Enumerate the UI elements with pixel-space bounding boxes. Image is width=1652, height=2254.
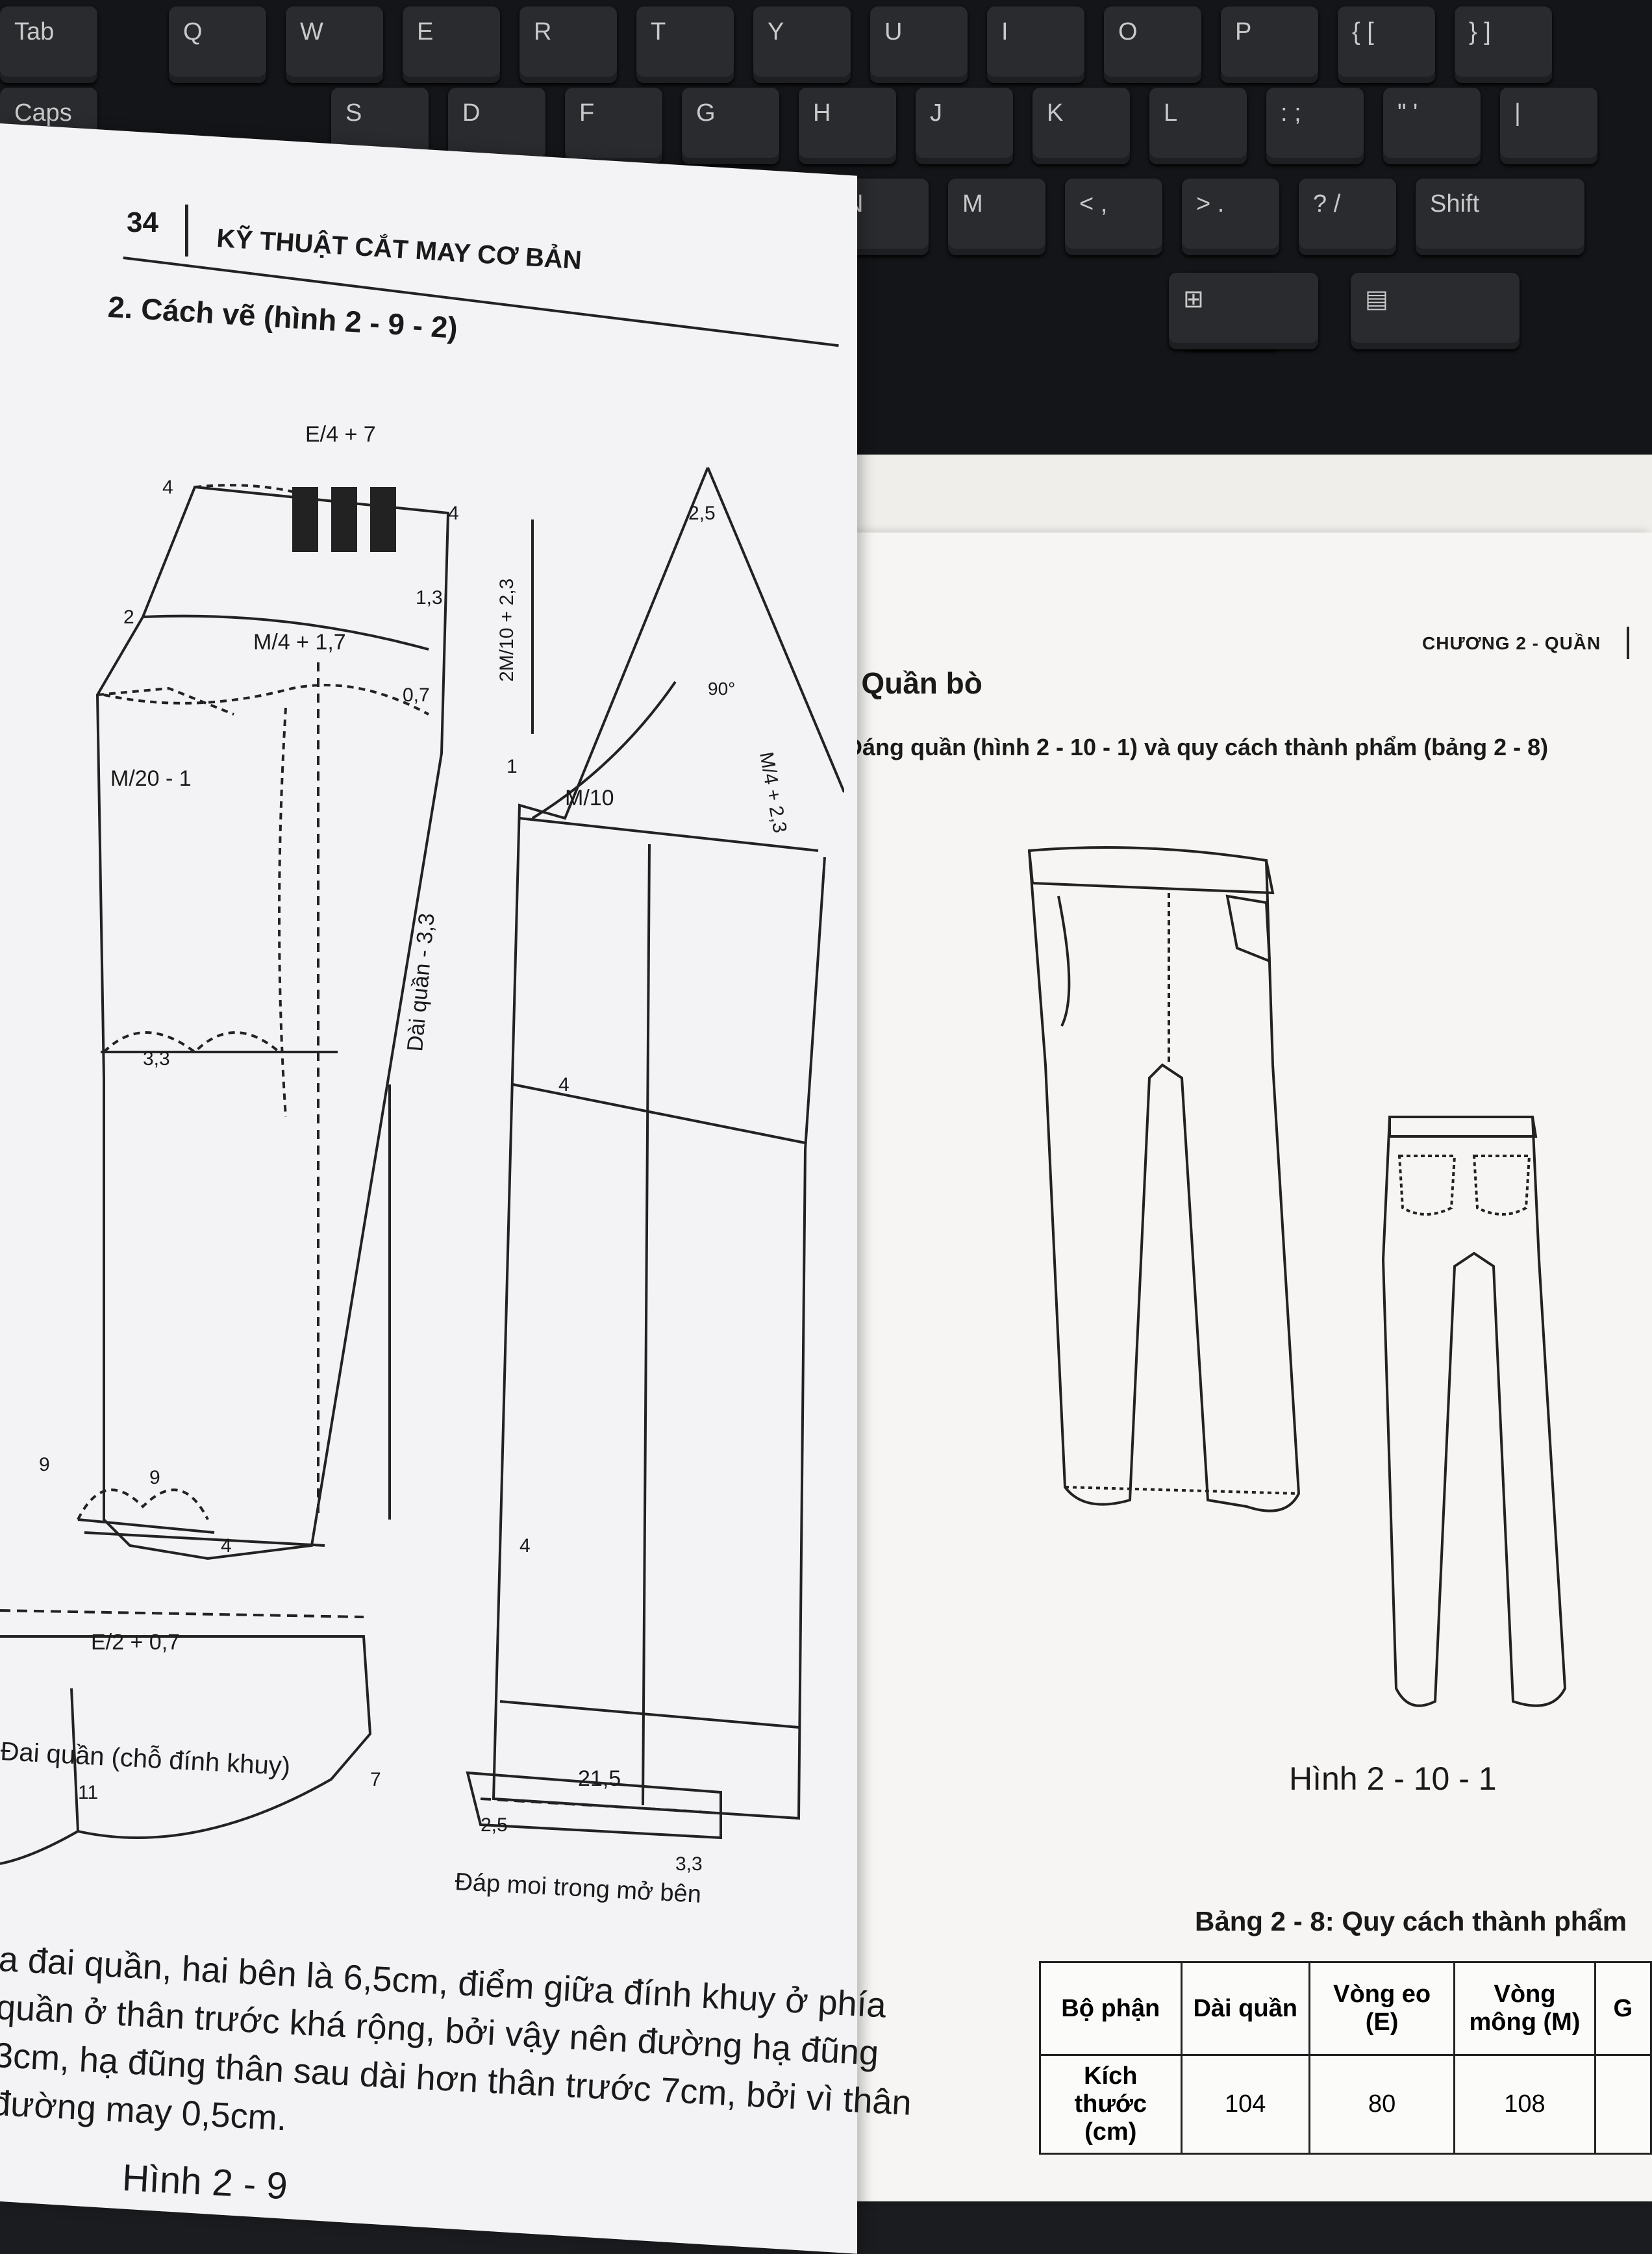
label-n4: 4 [448,503,459,524]
label-waistband: Đai quần (chỗ đính khuy) [0,1736,291,1781]
table-header-row: Bộ phận Dài quần Vòng eo (E) Vòng mông (… [1039,1961,1652,2056]
key--: ? / [1299,179,1396,255]
key-u: U [870,6,968,83]
label-n13: 1,3 [416,587,443,608]
section-title: /. Quần bò [836,666,982,700]
key-h: H [799,88,896,164]
key--: | [1500,88,1597,164]
intro-text: Dáng quần (hình 2 - 10 - 1) và quy cách … [845,734,1549,760]
label-n33: 3,3 [143,1048,170,1070]
label-n215: 21,5 [578,1766,621,1791]
label-m4: M/4 + 1,7 [253,630,346,655]
label-n33: 3,3 [675,1853,703,1875]
label-n4: 4 [221,1535,232,1557]
label-n1: 1 [507,756,518,777]
table-row: Kích thước (cm) 104 80 108 [1039,2054,1652,2155]
table-header-cell: Vòng eo (E) [1308,1961,1456,2056]
label-m20: M/20 - 1 [110,766,192,791]
key--: > . [1182,179,1279,255]
key-e: E [403,6,500,83]
key-q: Q [169,6,266,83]
jeans-illustration [1027,846,1567,1707]
key-y: Y [753,6,851,83]
table-header-cell: Bộ phận [1039,1961,1183,2056]
table-cell: Kích thước (cm) [1039,2054,1183,2155]
label-n4: 4 [558,1074,569,1096]
label-n9: 9 [39,1454,50,1475]
key--: : ; [1266,88,1364,164]
key-j: J [916,88,1013,164]
table-title: Bảng 2 - 8: Quy cách thành phẩm [1195,1906,1627,1936]
label-fly: Đáp moi trong mở bên [455,1868,702,1909]
key--: " ' [1383,88,1481,164]
label-n90: 90° [708,679,735,699]
label-n07: 0,7 [403,684,430,706]
label-length: Dài quần - 3,3 [403,912,439,1053]
label-n4: 4 [519,1535,531,1557]
label-2m10: 2M/10 + 2,3 [496,579,518,682]
spec-table: Bộ phận Dài quần Vòng eo (E) Vòng mông (… [1039,1961,1652,2155]
windows-key: ⊞ [1169,273,1318,349]
table-header-cell: Dài quần [1180,1961,1310,2056]
key-shift: Shift [1416,179,1584,255]
menu-key: ▤ [1351,273,1520,349]
key--: < , [1065,179,1162,255]
table-header-cell: G [1594,1961,1652,2056]
key-m: M [948,179,1045,255]
label-n7: 7 [370,1769,381,1790]
left-figure-caption: Hình 2 - 9 [121,2156,289,2208]
table-header-cell: Vòng mông (M) [1453,1961,1596,2056]
header-divider [185,205,188,257]
key-f: F [565,88,662,164]
key-r: R [519,6,617,83]
label-m10: M/10 [565,786,614,810]
key-k: K [1032,88,1130,164]
table-cell: 104 [1180,2054,1310,2155]
key-o: O [1104,6,1201,83]
table-cell: 108 [1453,2054,1596,2155]
right-page [831,532,1652,2201]
key-i: I [987,6,1084,83]
key-t: T [636,6,734,83]
label-e2: E/2 + 0,7 [91,1630,180,1655]
label-n11: 11 [78,1782,98,1803]
label-n9: 9 [149,1467,160,1488]
label-n25: 2,5 [688,503,716,524]
chapter-divider [1627,627,1629,659]
label-n4: 4 [162,477,173,498]
label-n25: 2,5 [481,1814,508,1836]
key-tab: Tab [0,6,97,83]
right-figure-caption: Hình 2 - 10 - 1 [1289,1760,1497,1797]
page-number: 34 [127,207,158,238]
table-cell [1594,2054,1652,2155]
key--: } ] [1455,6,1552,83]
chapter-header: CHƯƠNG 2 - QUẦN [1422,633,1601,653]
label-n2: 2 [123,607,134,628]
table-cell: 80 [1308,2054,1456,2155]
key-g: G [682,88,779,164]
pattern-diagram: E/4 + 7 M/4 + 1,7 M/20 - 1 M/10 M/4 + 2,… [0,422,844,1909]
label-m4b: M/4 + 2,3 [755,750,790,834]
key--: { [ [1338,6,1435,83]
key-l: L [1149,88,1247,164]
key-p: P [1221,6,1318,83]
label-e4: E/4 + 7 [305,422,376,447]
key-w: W [286,6,383,83]
